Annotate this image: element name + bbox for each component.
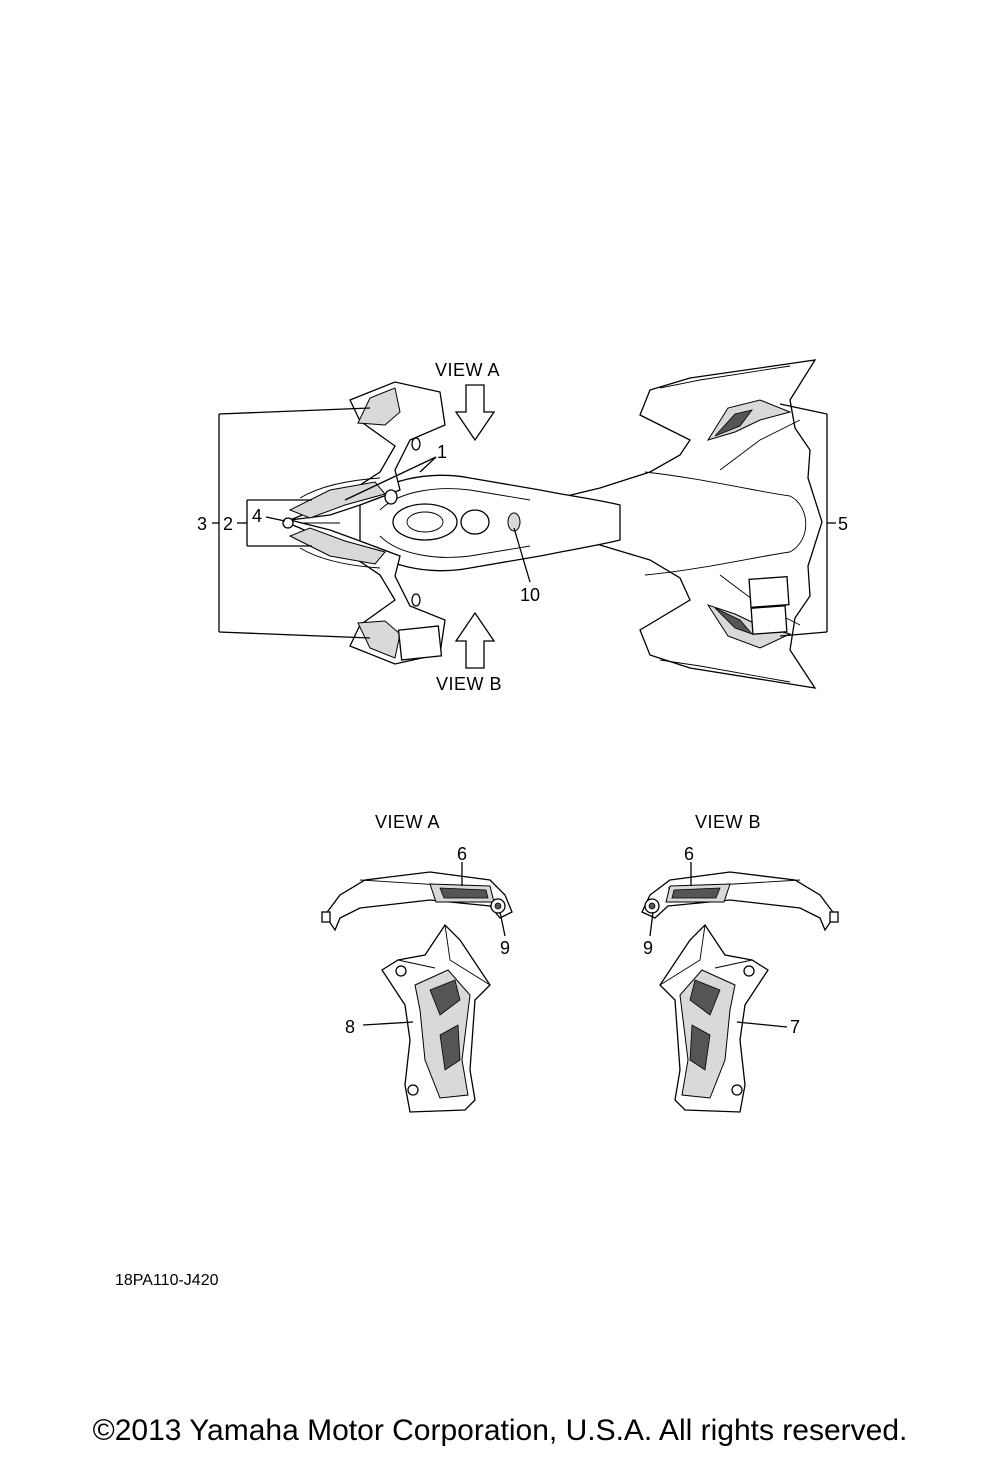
callout-3: 3	[197, 514, 207, 534]
callout-1: 1	[437, 442, 447, 462]
callout-9-view-b: 9	[643, 938, 653, 958]
front-right-decal	[288, 527, 386, 565]
diagram-code: 18PA110-J420	[115, 1272, 219, 1289]
view-b-label: VIEW B	[436, 674, 502, 694]
callout-10: 10	[520, 585, 540, 605]
view-a-side-cover	[321, 871, 513, 932]
callout-7: 7	[790, 1017, 800, 1037]
view-b-arrow	[454, 611, 496, 669]
callout-9-view-a: 9	[500, 938, 510, 958]
fuel-cap	[392, 503, 458, 541]
view-a-label: VIEW A	[435, 360, 500, 380]
view-b-shroud	[659, 923, 769, 1113]
callout-leaders	[212, 403, 836, 639]
view-b-detail-label: VIEW B	[695, 812, 761, 832]
view-a-shroud	[381, 923, 491, 1113]
emblem	[282, 517, 294, 529]
callout-5: 5	[838, 514, 848, 534]
view-a-detail-label: VIEW A	[375, 812, 440, 832]
front-upper-panel	[357, 387, 401, 426]
view-a-arrow	[454, 384, 496, 442]
callout-6-view-a: 6	[457, 844, 467, 864]
seat	[359, 474, 621, 572]
front-lower-panel	[357, 620, 401, 659]
callout-6-view-b: 6	[684, 844, 694, 864]
callout-2: 2	[223, 514, 233, 534]
view-b-side-cover	[641, 871, 839, 932]
atv-top-view	[282, 359, 823, 689]
callout-4: 4	[252, 506, 262, 526]
callout-8: 8	[345, 1017, 355, 1037]
copyright-notice: ©2013 Yamaha Motor Corporation, U.S.A. A…	[92, 1414, 908, 1447]
